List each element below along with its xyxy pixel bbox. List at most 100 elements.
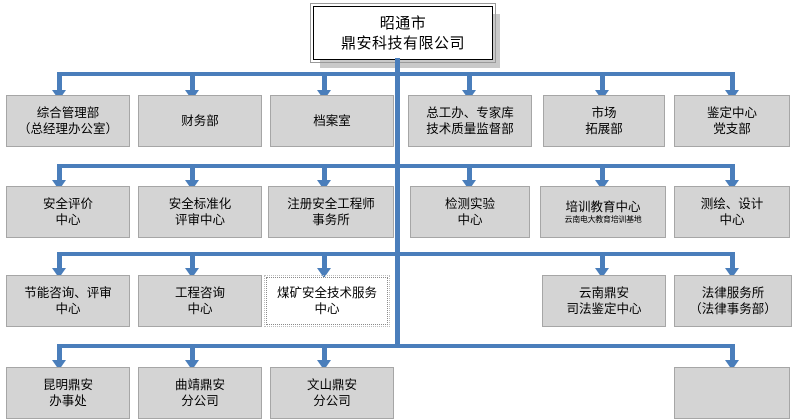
arrowhead-r4-c1 [52, 360, 66, 370]
node-market-development[interactable]: 市场 拓展部 [543, 95, 665, 147]
drop-r2-c3 [322, 164, 327, 182]
arrowhead-r3-c6 [725, 268, 739, 278]
drop-r1-c3 [322, 72, 327, 92]
drop-r4-c2 [190, 344, 195, 362]
node-line1: 培训教育中心 [565, 199, 641, 215]
node-wenshan-dingan-branch[interactable]: 文山鼎安 分公司 [270, 367, 394, 419]
node-line2: 事务所 [312, 212, 350, 227]
node-line1: 鉴定中心 [706, 105, 757, 121]
node-safety-standardization-review-center[interactable]: 安全标准化 评审中心 [138, 186, 262, 238]
arrowhead-r3-c5 [595, 268, 609, 278]
node-line1: 工程咨询 [174, 285, 225, 301]
node-registered-safety-engineer-office[interactable]: 注册安全工程师 事务所 [268, 186, 394, 238]
drop-r2-c5 [600, 164, 605, 182]
node-line2: 中心 [55, 212, 81, 227]
node-line1: 节能咨询、评审 [24, 285, 112, 301]
node-line1: 综合管理部 [36, 105, 100, 121]
bus-row-3 [57, 252, 734, 256]
drop-r2-c4 [467, 164, 472, 182]
drop-r3-c2 [190, 252, 195, 270]
node-line2: 中心 [187, 301, 213, 316]
node-line2: 中心 [314, 301, 340, 316]
node-line1: 云南鼎安 [578, 285, 629, 301]
node-line2: （法律事务部） [689, 301, 777, 316]
arrowhead-r3-c3 [317, 268, 331, 278]
node-line2: 中心 [457, 212, 483, 227]
node-line2: 中心 [719, 212, 745, 227]
node-surveying-design-center[interactable]: 测绘、设计 中心 [674, 186, 790, 238]
drop-r1-c1 [57, 72, 62, 92]
node-line1: 测绘、设计 [700, 196, 764, 212]
node-comprehensive-management[interactable]: 综合管理部 （总经理办公室） [6, 95, 130, 147]
node-line2: 分公司 [313, 393, 351, 408]
arrowhead-r3-c2 [185, 268, 199, 278]
bus-row-4 [57, 344, 734, 348]
node-line2: （总经理办公室） [17, 121, 118, 136]
node-line2: 评审中心 [174, 212, 225, 227]
node-kunming-dingan-office[interactable]: 昆明鼎安 办事处 [6, 367, 130, 419]
trunk-main-spine [395, 72, 400, 348]
node-line1: 检测实验 [444, 196, 495, 212]
node-chief-engineer-expert-pool[interactable]: 总工办、专家库 技术质量监督部 [408, 95, 532, 147]
node-yunnan-dingan-judicial-appraisal-center[interactable]: 云南鼎安 司法鉴定中心 [542, 275, 666, 327]
arrowhead-r2-c2 [185, 180, 199, 190]
drop-r3-c6 [730, 252, 735, 270]
drop-r1-c4 [467, 72, 472, 92]
arrowhead-r2-c1 [52, 180, 66, 190]
node-legal-service-office[interactable]: 法律服务所 （法律事务部） [674, 275, 792, 327]
node-engineering-consulting-center[interactable]: 工程咨询 中心 [138, 275, 262, 327]
root-node-company[interactable]: 昭通市 鼎安科技有限公司 [310, 3, 496, 63]
node-line2: 分公司 [181, 393, 219, 408]
node-line1: 曲靖鼎安 [174, 377, 225, 393]
root-title-line1: 昭通市 [379, 13, 427, 32]
node-subtitle: 云南电大教育培训基地 [564, 214, 642, 224]
node-line1: 文山鼎安 [306, 377, 357, 393]
node-line1: 财务部 [181, 113, 219, 129]
node-coal-mine-safety-technology-service-center[interactable]: 煤矿安全技术服务 中心 [264, 275, 390, 327]
node-line2: 拓展部 [585, 121, 623, 136]
node-line2: 技术质量监督部 [426, 121, 514, 136]
drop-r2-c6 [730, 164, 735, 182]
drop-r2-c2 [190, 164, 195, 182]
drop-r2-c1 [57, 164, 62, 182]
node-line1: 法律服务所 [701, 285, 765, 301]
node-line1: 安全评价 [42, 196, 93, 212]
node-line2: 司法鉴定中心 [566, 301, 642, 316]
node-testing-laboratory-center[interactable]: 检测实验 中心 [410, 186, 530, 238]
arrowhead-r3-c1 [52, 268, 66, 278]
arrowhead-r2-c3 [317, 180, 331, 190]
drop-r3-c5 [600, 252, 605, 270]
trunk-root-to-bus1 [395, 58, 400, 76]
node-archives-room[interactable]: 档案室 [270, 95, 394, 147]
arrowhead-r4-c2 [185, 360, 199, 370]
node-line1: 昆明鼎安 [42, 377, 93, 393]
node-line1: 总工办、专家库 [426, 105, 514, 121]
node-line1: 档案室 [313, 113, 351, 129]
node-finance-department[interactable]: 财务部 [138, 95, 262, 147]
node-appraisal-center-party-branch[interactable]: 鉴定中心 党支部 [674, 95, 790, 147]
root-title-line2: 鼎安科技有限公司 [340, 34, 465, 52]
drop-r1-c6 [730, 72, 735, 92]
bus-row-2 [57, 164, 734, 168]
node-line2: 中心 [55, 301, 81, 316]
drop-r1-c2 [190, 72, 195, 92]
arrowhead-r2-c4 [462, 180, 476, 190]
node-line1: 注册安全工程师 [287, 196, 375, 212]
arrowhead-r2-c6 [725, 180, 739, 190]
drop-r4-c1 [57, 344, 62, 362]
node-line1: 安全标准化 [168, 196, 232, 212]
drop-r3-c1 [57, 252, 62, 270]
drop-r4-c3 [322, 344, 327, 362]
node-line1: 市场 [591, 105, 617, 121]
drop-r1-c5 [600, 72, 605, 92]
node-training-education-center[interactable]: 培训教育中心 云南电大教育培训基地 [540, 186, 666, 238]
node-qujing-dingan-branch[interactable]: 曲靖鼎安 分公司 [138, 367, 262, 419]
node-safety-evaluation-center[interactable]: 安全评价 中心 [6, 186, 130, 238]
drop-r3-c3 [322, 252, 327, 270]
node-energy-saving-consulting-review-center[interactable]: 节能咨询、评审 中心 [6, 275, 130, 327]
node-line2: 办事处 [49, 393, 87, 408]
node-line1: 煤矿安全技术服务 [276, 285, 377, 301]
node-dingan-technology-henan-branch[interactable] [674, 367, 790, 419]
bus-row-1 [57, 72, 734, 76]
